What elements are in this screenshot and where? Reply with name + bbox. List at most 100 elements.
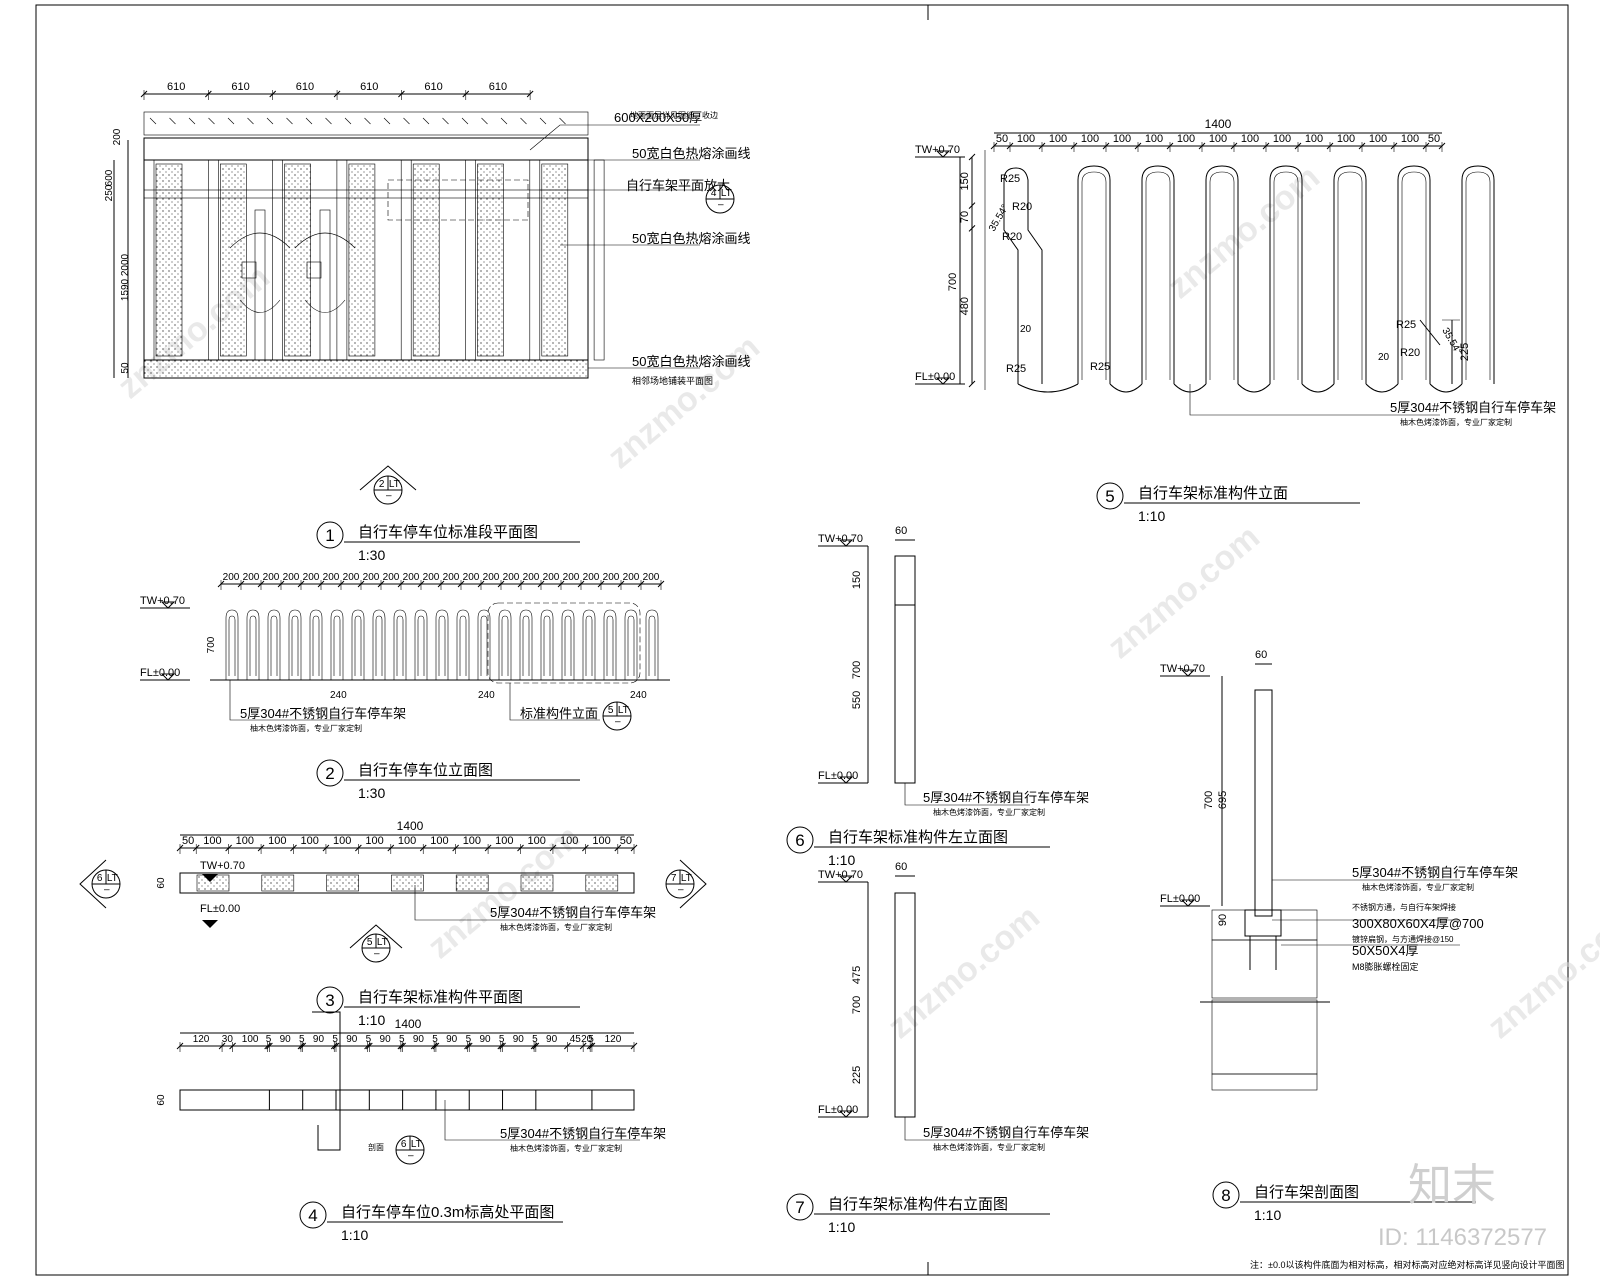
ref-elev2-num: 2	[379, 479, 385, 490]
elev7-tw-text: TW+0.70	[818, 869, 863, 881]
rack-loop	[372, 609, 386, 680]
plan3-dim-text: 50	[620, 835, 632, 847]
elev7-fl-text: FL±0.00	[818, 1104, 858, 1116]
plan4-dim-text: 5	[332, 1034, 338, 1045]
elev2-note2-text: 标准构件立面	[520, 706, 598, 721]
plan1-dim-text: 610	[167, 81, 185, 93]
rack-loop-inner	[1337, 171, 1363, 380]
rack-loop-outer	[1077, 165, 1111, 384]
elev2-fl-text: FL±0.00	[140, 667, 180, 679]
elev7-body: TW+0.70FL±0.00604757002255厚304#不锈钢自行车停车架…	[818, 861, 1089, 1152]
sect8-scale: 1:10	[1254, 1207, 1281, 1223]
plan3-tw-marker	[202, 874, 218, 882]
elev7-note-subtext: 柚木色烤漆饰面，专业厂家定制	[933, 1142, 1045, 1152]
plan3-loop-hatch	[326, 874, 359, 892]
ref-bottom5-sheet: LT	[377, 937, 388, 948]
elev7-scale: 1:10	[828, 1219, 855, 1235]
plan4-dim-text: 90	[280, 1034, 292, 1045]
sheet-border	[35, 4, 1569, 1276]
paving-hatch	[539, 117, 547, 125]
elev7-dim-text: 475	[851, 966, 863, 984]
plan3-note-subtext: 柚木色烤漆饰面，专业厂家定制	[500, 922, 612, 932]
ref-arrow	[359, 465, 417, 491]
elev7-title: 自行车架标准构件右立面图	[828, 1196, 1008, 1213]
plan4-dim-text: 90	[313, 1034, 325, 1045]
rack-loop	[645, 609, 659, 680]
plan4-dim-text: 5	[432, 1034, 438, 1045]
plan4-total: 1400	[395, 1017, 422, 1031]
elev7-dim-text: 700	[851, 996, 863, 1014]
paving-hatch	[344, 117, 352, 125]
ref-bottom-arrow	[349, 924, 403, 949]
elev6-title: 自行车架标准构件左立面图	[828, 829, 1008, 846]
rack-loop-inner	[627, 615, 635, 676]
elev5-note-text: 5厚304#不锈钢自行车停车架	[1390, 400, 1556, 415]
elev6-note-text: 5厚304#不锈钢自行车停车架	[923, 790, 1089, 805]
bike-wheel	[304, 299, 346, 313]
dim-tick	[968, 380, 976, 388]
plan4-note-leader	[444, 1100, 640, 1141]
plan4-dim-text: 90	[380, 1034, 392, 1045]
plan3-dim-text: 100	[592, 835, 610, 847]
paving-hatch	[500, 117, 508, 125]
radius-label: R25	[1396, 319, 1416, 331]
note-paving: 地面面层详见图纸，收边	[630, 110, 718, 120]
curb-stone	[143, 137, 589, 161]
watermark-text: znzmo.com	[601, 328, 767, 476]
paving-hatch	[481, 117, 488, 125]
footer-note: 注：±0.0以该构件底面为相对标高，相对标高对应绝对标高详见竖向设计平面图	[1250, 1259, 1564, 1270]
elev2-dim-text: 200	[243, 572, 260, 583]
rack-loop	[582, 609, 596, 680]
sect8-note-flat: 镀锌扁钢，与方通焊接@150	[1352, 934, 1454, 944]
ref-detail4-dash: –	[718, 199, 724, 210]
ref-elev5-dash: –	[615, 716, 621, 727]
elev2-num-circle	[316, 759, 344, 787]
plan3-dim-text: 100	[463, 835, 481, 847]
plan1-title: 自行车停车位标准段平面图	[358, 524, 538, 541]
elev5-dim-text: 100	[1369, 133, 1387, 145]
elev2-note2-leader	[509, 683, 600, 721]
bay-paving	[348, 163, 376, 357]
rack-loop	[309, 609, 323, 680]
left-dim-text: 600	[104, 169, 115, 186]
angle-label: 35.54°	[987, 203, 1011, 234]
rack-loop-outer	[1333, 165, 1367, 384]
elev5-dim-text: 100	[1209, 133, 1227, 145]
watermark-text: znzmo.com	[1481, 898, 1600, 1046]
plan1-num-circle	[316, 521, 344, 549]
watermark-text: znzmo.com	[881, 898, 1047, 1046]
elev5-note-subtext: 柚木色烤漆饰面，专业厂家定制	[1400, 417, 1512, 427]
left-dim-text: 50	[120, 362, 131, 374]
elev6-tw-text: TW+0.70	[818, 533, 863, 545]
ref-elev2-dash: –	[386, 490, 392, 501]
rack-loop-inner	[606, 615, 614, 676]
elev6-note-subtext: 柚木色烤漆饰面，专业厂家定制	[933, 807, 1045, 817]
elev6-fl-marker	[838, 776, 854, 784]
elev6-dim-text: 700	[851, 661, 863, 679]
elev2-dim-text: 200	[423, 572, 440, 583]
elev2-dim-text: 200	[403, 572, 420, 583]
elev2-dim-text: 200	[223, 572, 240, 583]
callout-box	[487, 602, 641, 684]
ref-elev5-num: 5	[608, 705, 614, 716]
ref-elev5-sheet: LT	[618, 705, 629, 716]
elev5-dim-text: 50	[996, 133, 1008, 145]
rack-loop	[456, 609, 470, 680]
plan4-dim-text: 30	[222, 1034, 234, 1045]
rack-loop-inner	[1401, 171, 1427, 380]
elev5-tw-text: TW+0.70	[915, 144, 960, 156]
ref-right7-dash: –	[678, 884, 684, 895]
paving-hatch	[208, 117, 215, 125]
plan3-fl: FL±0.00	[200, 903, 240, 915]
rack-loop	[225, 609, 239, 680]
plan1-num: 1	[325, 526, 334, 545]
paving-hatch	[383, 117, 391, 125]
sect8-tw-marker	[1180, 669, 1196, 677]
plan1-notes: 600X200X50厚地面面层详见图纸，收边50宽白色热熔涂画线自行车架平面放大…	[529, 110, 750, 386]
sect8-num: 8	[1221, 1186, 1230, 1205]
